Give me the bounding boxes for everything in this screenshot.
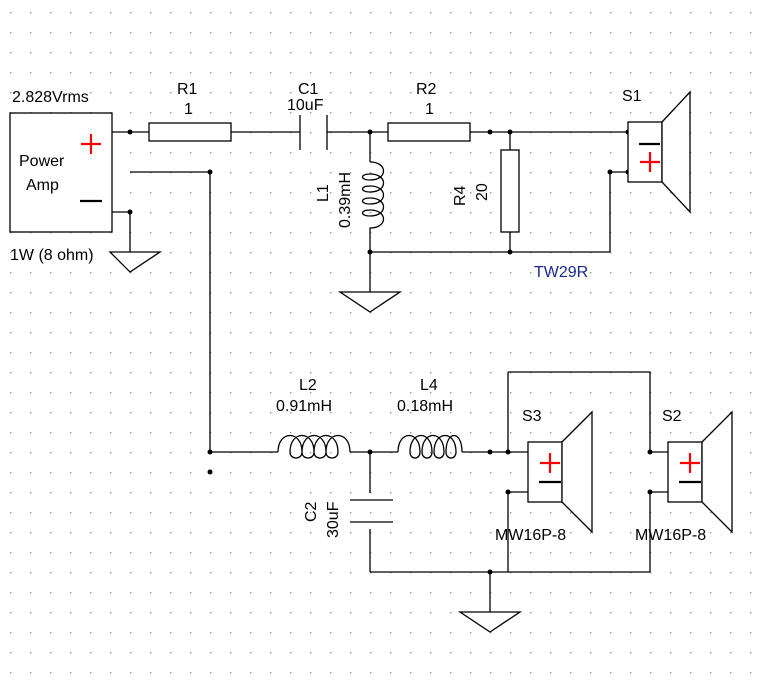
s1-model-label: TW29R [534, 264, 588, 281]
c2-value: 30uF [325, 501, 342, 538]
s3-model-label: MW16P-8 [495, 527, 566, 544]
l2-ref: L2 [299, 377, 317, 394]
resistor-r2[interactable]: R2 1 [387, 81, 471, 142]
junction-dot [367, 449, 373, 455]
power-amp-source[interactable]: Power Amp 2.828Vrms 1W (8 ohm) [9, 89, 113, 264]
junction-dot [507, 129, 513, 135]
junction-dot [647, 489, 653, 495]
speaker-s2[interactable]: S2 MW16P-8 [635, 408, 733, 544]
junction-dot [127, 129, 133, 135]
capacitor-c1[interactable]: C1 10uF [287, 81, 328, 150]
l4-value: 0.18mH [397, 398, 453, 415]
junction-dot [367, 129, 373, 135]
resistor-r4[interactable]: R4 20 [452, 149, 520, 233]
source-name-line2: Amp [26, 177, 59, 194]
junction-dot [207, 449, 213, 455]
r2-ref: R2 [416, 81, 437, 98]
junction-dot [647, 449, 653, 455]
s2-model-label: MW16P-8 [635, 527, 706, 544]
resistor-r1[interactable]: R1 1 [148, 81, 232, 142]
junction-dot [507, 249, 513, 255]
s2-ref: S2 [662, 408, 682, 425]
ground-symbol-tweeter [337, 291, 403, 313]
junction-dot [487, 569, 493, 575]
r4-value: 20 [474, 183, 491, 201]
r1-value: 1 [184, 101, 193, 118]
speaker-s1[interactable]: S1 TW29R [534, 88, 691, 281]
source-name-line1: Power [19, 153, 65, 170]
junction-dot [127, 209, 133, 215]
inductor-l4[interactable]: L4 0.18mH [397, 377, 463, 459]
speaker-s3[interactable]: S3 MW16P-8 [495, 408, 593, 544]
ground-symbol-woofer [457, 611, 523, 633]
l1-ref: L1 [315, 184, 332, 202]
junction-dot [367, 249, 373, 255]
inductor-l1[interactable]: L1 0.39mH [315, 161, 385, 232]
junction-dot [487, 129, 493, 135]
ground-symbol-source [108, 251, 163, 273]
junction-dot [505, 449, 511, 455]
junction-dot [487, 449, 493, 455]
s1-ref: S1 [622, 88, 642, 105]
l4-ref: L4 [420, 377, 438, 394]
capacitor-c2[interactable]: C2 30uF [303, 499, 393, 538]
junction-dot [505, 489, 511, 495]
r4-ref: R4 [452, 185, 469, 206]
c1-value: 10uF [287, 97, 324, 114]
c2-ref: C2 [303, 501, 320, 522]
inductor-l2[interactable]: L2 0.91mH [276, 377, 351, 459]
junction-dot [207, 469, 213, 475]
l2-value: 0.91mH [276, 398, 332, 415]
l1-value: 0.39mH [337, 172, 354, 228]
c1-ref: C1 [298, 81, 319, 98]
r2-value: 1 [425, 101, 434, 118]
background-dot-grid [10, 12, 752, 674]
source-power-note: 1W (8 ohm) [10, 247, 94, 264]
junction-dots [127, 129, 653, 575]
source-voltage-label: 2.828Vrms [12, 89, 89, 106]
wires [112, 131, 668, 612]
junction-dot [207, 169, 213, 175]
r1-ref: R1 [177, 81, 198, 98]
junction-dot [607, 169, 613, 175]
s3-ref: S3 [522, 408, 542, 425]
